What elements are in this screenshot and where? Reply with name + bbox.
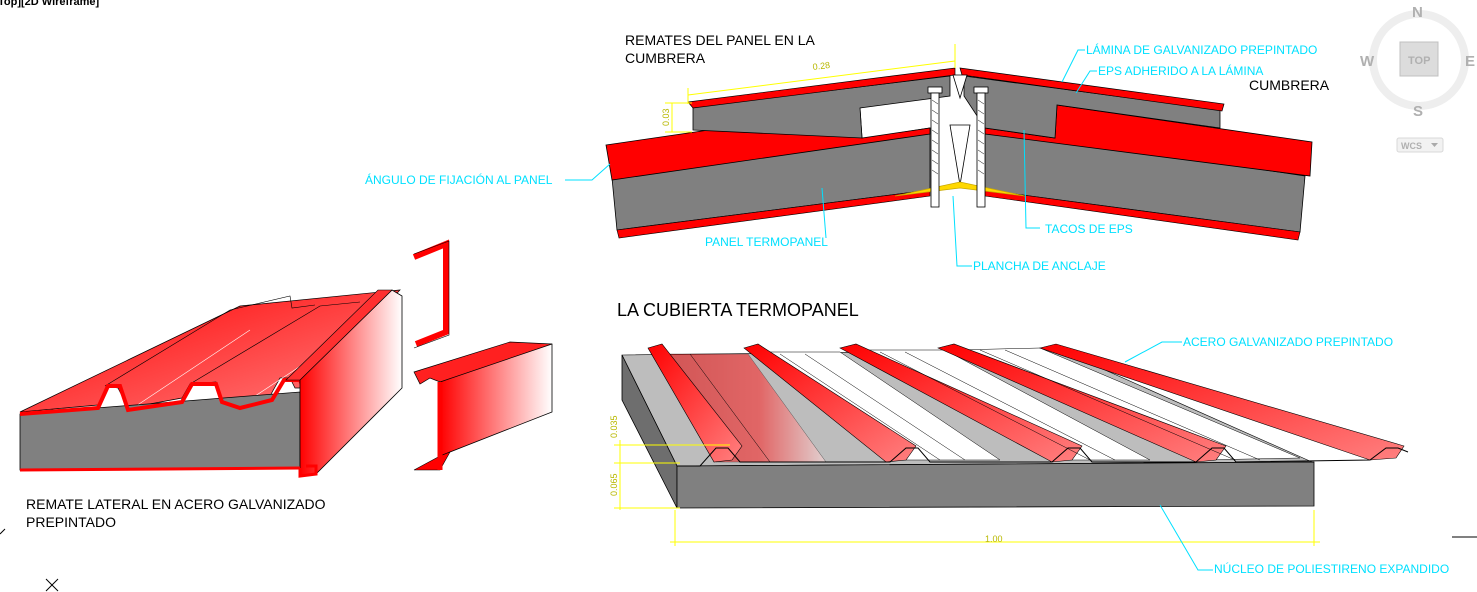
compass-east[interactable]: E: [1465, 53, 1475, 70]
lateral-rib-line: [104, 295, 316, 387]
ridge-dim-height-text: 0.03: [661, 108, 671, 126]
chevron-down-icon[interactable]: [1431, 143, 1438, 147]
compass-north[interactable]: N: [1412, 4, 1423, 21]
c-profile-section: [412, 239, 449, 347]
cubierta-flat-line: [804, 353, 966, 461]
cubierta-rib: [743, 343, 917, 463]
ridge-label-angulo: ÁNGULO DE FIJACIÓN AL PANEL: [365, 172, 553, 187]
cubierta-flat-line: [1004, 349, 1261, 461]
cubierta-flat-line: [904, 351, 1116, 461]
cubierta-flat-line: [689, 353, 771, 463]
ridge-eps-wedge: [949, 124, 971, 186]
ridge-eps-wedge-top: [952, 74, 968, 100]
lateral-rib-line: [129, 329, 251, 411]
cubierta-label-nucleo: NÚCLEO DE POLIESTIRENO EXPANDIDO: [1214, 561, 1449, 576]
lateral-title-line2: PREPINTADO: [26, 514, 116, 530]
lateral-front-profile: [19, 378, 307, 416]
lateral-trim-bottom-lip: [298, 464, 318, 478]
ridge-title-line2: CUMBRERA: [625, 50, 706, 66]
ridge-label-cumbrera: CUMBRERA: [1249, 77, 1330, 93]
bolt-left-thread: [931, 159, 939, 165]
bolt-right: [973, 86, 989, 208]
cubierta-dim-top: 0.035: [609, 415, 619, 438]
wcs-label[interactable]: WCS: [1401, 141, 1422, 151]
ucs-cross-icon[interactable]: [45, 578, 59, 592]
bolt-right-thread: [977, 159, 985, 165]
ridge-right-eps-block: [963, 75, 1221, 139]
ridge-title-line1: REMATES DEL PANEL EN LA: [625, 32, 815, 48]
bolt-right-head: [973, 86, 989, 94]
ridge-dim-width-line: [687, 60, 956, 96]
ridge-cap-sheet-right: [959, 67, 1225, 112]
viewcube-ring[interactable]: [1369, 10, 1469, 110]
viewcube-top-face[interactable]: [1399, 41, 1439, 77]
bolt-left-thread: [931, 139, 939, 145]
bolt-right-thread: [977, 169, 985, 175]
ridge-label-plancha: PLANCHA DE ANCLAJE: [973, 259, 1106, 273]
ridge-left-panel-bottom-sheet: [616, 189, 931, 239]
leader-nucleo: [1159, 504, 1213, 571]
cubierta-rib: [1038, 343, 1405, 461]
cubierta-title: LA CUBIERTA TERMOPANEL: [617, 300, 859, 320]
bolt-right-shaft: [976, 92, 986, 208]
cubierta-core-front: [676, 461, 1315, 509]
bolt-right-thread: [977, 139, 985, 145]
bolt-left-thread: [931, 149, 939, 155]
bolt-right-thread: [977, 119, 985, 125]
leader-angulo: [565, 163, 611, 181]
cubierta-rib: [937, 343, 1227, 463]
cubierta-rib: [839, 343, 1083, 463]
lateral-title-line1: REMATE LATERAL EN ACERO GALVANIZADO: [26, 496, 326, 512]
lateral-core-bottom: [19, 466, 301, 472]
cubierta-label-acero: ACERO GALVANIZADO PREPINTADO: [1183, 335, 1393, 349]
leader-lamina: [1061, 49, 1085, 83]
ridge-left-eps-block: [692, 75, 951, 139]
cubierta-dim-width: 1.00: [985, 534, 1003, 544]
c-profile-3d-bottom: [413, 451, 451, 471]
cubierta-detail: LA CUBIERTA TERMOPANEL 0.: [609, 300, 1449, 576]
edge-mark: [0, 528, 6, 535]
leader-tacos: [1023, 129, 1040, 229]
bolt-right-thread: [977, 149, 985, 155]
ridge-label-lamina: LÁMINA DE GALVANIZADO PREPINTADO: [1086, 42, 1317, 57]
bolt-left-thread: [931, 99, 939, 105]
lateral-rib-line: [189, 301, 361, 385]
c-profile-section-outline: [413, 240, 450, 349]
ridge-detail: 0.28 0.03 REMATES DEL PANEL EN LA CUMBRE…: [365, 32, 1330, 273]
bolt-left-thread: [931, 169, 939, 175]
lateral-trim-detail: REMATE LATERAL EN ACERO GALVANIZADO PREP…: [19, 239, 553, 530]
ucs-cross-line: [45, 578, 59, 592]
bolt-left-thread: [931, 109, 939, 115]
viewcube[interactable]: N S E W TOP WCS: [1360, 4, 1475, 153]
wcs-button[interactable]: [1396, 137, 1444, 153]
ridge-label-panel: PANEL TERMOPANEL: [705, 235, 828, 249]
bolt-left-shaft: [930, 92, 940, 208]
bolt-right-thread: [977, 129, 985, 135]
ridge-dim-width-text: 0.28: [812, 60, 831, 72]
leader-plancha: [952, 195, 972, 267]
cubierta-flat-line: [879, 351, 1091, 461]
leader-panel: [821, 187, 827, 239]
compass-west[interactable]: W: [1360, 53, 1375, 70]
bolt-right-thread: [977, 99, 985, 105]
leader-eps-adherido: [1075, 70, 1097, 94]
cubierta-flat-line: [779, 353, 941, 461]
leader-acero: [1124, 341, 1182, 363]
cubierta-dim-bottom: 0.065: [609, 473, 619, 496]
compass-south[interactable]: S: [1413, 103, 1423, 120]
cubierta-flat-line: [979, 349, 1236, 461]
cubierta-front-profile: [677, 447, 1409, 467]
cubierta-rib: [647, 343, 743, 463]
lateral-trim-top: [285, 289, 393, 381]
viewport-label[interactable]: Top][2D Wireframe]: [0, 0, 99, 8]
bolt-left-thread: [931, 119, 939, 125]
ridge-label-eps-adherido: EPS ADHERIDO A LA LÁMINA: [1098, 63, 1263, 78]
viewcube-top-label[interactable]: TOP: [1408, 55, 1430, 67]
ridge-label-tacos: TACOS DE EPS: [1045, 222, 1133, 236]
bolt-left: [927, 86, 943, 208]
bolt-left-thread: [931, 129, 939, 135]
bolt-right-thread: [977, 109, 985, 115]
bolt-left-head: [927, 86, 943, 94]
